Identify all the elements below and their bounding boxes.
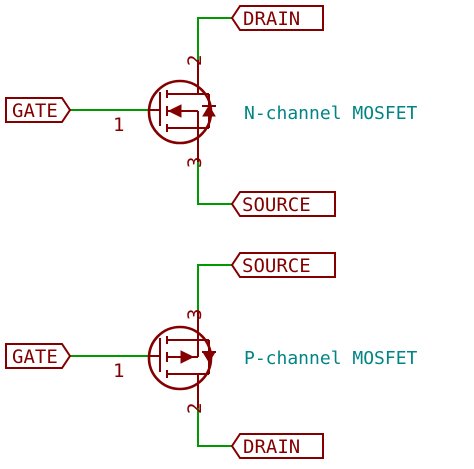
p-drain-wire [197,407,233,447]
n-channel-value: N-channel MOSFET [244,103,418,124]
n-drain-pin-number: 2 [184,55,206,66]
p-channel-mosfet: 1 3 2 P-channel MOSFET GATE SOURCE DRAIN [5,252,418,459]
p-source-label: SOURCE [230,252,336,278]
n-channel-mosfet: 1 2 3 N-channel MOSFET GATE DRAIN SOURCE [5,5,418,217]
n-gate-label: GATE [5,97,72,123]
svg-text:DRAIN: DRAIN [243,8,300,30]
n-source-pin-number: 3 [184,157,206,168]
svg-text:GATE: GATE [12,346,58,368]
svg-text:SOURCE: SOURCE [242,255,311,277]
p-gate-label: GATE [5,343,72,369]
n-gate-pin-number: 1 [113,114,124,136]
n-drain-label: DRAIN [230,5,324,31]
n-drain-wire [197,17,233,61]
p-channel-value: P-channel MOSFET [244,348,418,369]
n-source-label: SOURCE [230,191,336,217]
svg-text:GATE: GATE [12,100,58,122]
p-source-wire [197,264,233,313]
svg-text:SOURCE: SOURCE [242,194,311,216]
p-drain-pin-number: 2 [184,403,206,414]
p-gate-pin-number: 1 [113,360,124,382]
p-source-pin-number: 3 [184,309,206,320]
svg-text:DRAIN: DRAIN [243,436,300,458]
p-drain-label: DRAIN [230,433,324,459]
n-source-wire [197,161,233,205]
